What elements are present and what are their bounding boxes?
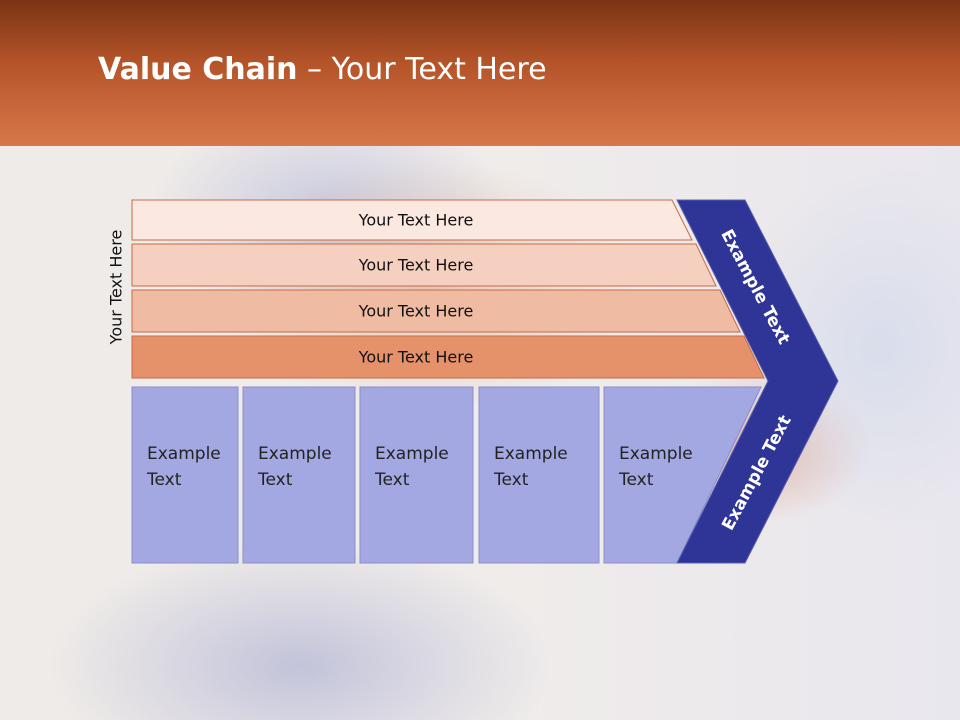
reflection-box-line1-1: Example <box>147 662 221 682</box>
reflection-box-line2-3: Text <box>374 636 410 656</box>
reflection-box-line1-4: Example <box>494 662 568 682</box>
box-line1-2: Example <box>258 444 332 464</box>
reflection-box-line2-5: Text <box>618 636 654 656</box>
reflection-box-line1-2: Example <box>258 662 332 682</box>
example-box-2 <box>242 386 356 564</box>
reflection-box-line2-1: Text <box>146 636 182 656</box>
box-line1-1: Example <box>147 444 221 464</box>
box-line2-2: Text <box>257 470 293 490</box>
reflection-box-line1-3: Example <box>375 662 449 682</box>
reflection-box-2 <box>242 562 356 720</box>
box-line1-4: Example <box>494 444 568 464</box>
row-band-2 <box>131 243 717 287</box>
box-line2-4: Text <box>493 470 529 490</box>
box-line2-1: Text <box>146 470 182 490</box>
reflection-box-line2-4: Text <box>493 636 529 656</box>
reflection-box-4 <box>478 562 600 720</box>
header-bar <box>0 0 960 146</box>
slide-title: Value Chain – Your Text Here <box>98 52 547 87</box>
reflection-box-line1-5: Example <box>619 662 693 682</box>
box-line2-5: Text <box>618 470 654 490</box>
reflection-box-1 <box>131 562 239 720</box>
example-box-4 <box>478 386 600 564</box>
title-rest: – Your Text Here <box>297 52 547 87</box>
row-label-4: Your Text Here <box>358 348 474 367</box>
box-line1-3: Example <box>375 444 449 464</box>
box-line1-5: Example <box>619 444 693 464</box>
row-label-1: Your Text Here <box>358 211 474 230</box>
row-band-3 <box>131 289 741 333</box>
example-box-1 <box>131 386 239 564</box>
row-label-2: Your Text Here <box>358 256 474 275</box>
box-line2-3: Text <box>374 470 410 490</box>
row-label-3: Your Text Here <box>358 302 474 321</box>
row-band-4 <box>131 335 765 379</box>
example-box-3 <box>359 386 474 564</box>
title-bold: Value Chain <box>98 52 298 87</box>
reflection-box-line2-2: Text <box>257 636 293 656</box>
reflection-box-3 <box>359 562 474 720</box>
row-band-1 <box>131 199 693 241</box>
